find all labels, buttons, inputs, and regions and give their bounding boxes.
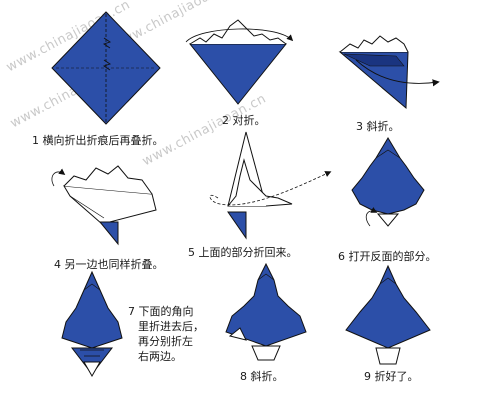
step-8-figure: [225, 262, 307, 361]
step-6-figure: [351, 137, 425, 227]
step-2-text: 对折。: [232, 114, 266, 127]
step-6-number: 6: [338, 250, 345, 263]
step-5-figure: [209, 131, 332, 240]
step-1-caption: 1 横向折出折痕后再叠折。: [32, 134, 164, 147]
step-1-text: 横向折出折痕后再叠折。: [42, 134, 164, 147]
step-8-text: 斜折。: [250, 370, 284, 383]
step-5-caption: 5 上面的部分折回来。: [188, 246, 298, 259]
step-8-number: 8: [240, 370, 247, 383]
step-4-text: 另一边也同样折叠。: [64, 258, 164, 271]
step-4-number: 4: [54, 258, 61, 271]
step-2-number: 2: [222, 114, 229, 127]
step-3-figure: [338, 35, 440, 110]
step-7-line-1: 下面的角向: [138, 305, 194, 318]
step-2-figure: [185, 19, 294, 105]
step-6-caption: 6 打开反面的部分。: [338, 250, 437, 263]
step-9-text: 折好了。: [374, 370, 419, 383]
step-3-number: 3: [356, 120, 363, 133]
step-7-caption: 7 下面的角向 里折进去后， 再分别折左 右两边。: [128, 304, 204, 364]
step-4-caption: 4 另一边也同样折叠。: [54, 258, 164, 271]
step-6-text: 打开反面的部分。: [348, 250, 437, 263]
step-1-figure: [51, 11, 161, 125]
step-3-caption: 3 斜折。: [356, 120, 400, 133]
step-9-caption: 9 折好了。: [364, 370, 419, 383]
step-1-number: 1: [32, 134, 39, 147]
step-8-caption: 8 斜折。: [240, 370, 284, 383]
step-9-figure: [345, 264, 431, 365]
step-7-line-2: 里折进去后，: [138, 320, 204, 333]
step-4-figure: [51, 165, 157, 246]
step-5-text: 上面的部分折回来。: [198, 246, 298, 259]
step-7-number: 7: [128, 305, 135, 318]
step-5-number: 5: [188, 246, 195, 259]
step-7-line-3: 再分别折左: [138, 335, 193, 348]
step-7-line-4: 右两边。: [138, 350, 182, 363]
step-9-number: 9: [364, 370, 371, 383]
step-3-text: 斜折。: [366, 120, 400, 133]
step-7-figure: [61, 270, 123, 378]
step-2-caption: 2 对折。: [222, 114, 266, 127]
